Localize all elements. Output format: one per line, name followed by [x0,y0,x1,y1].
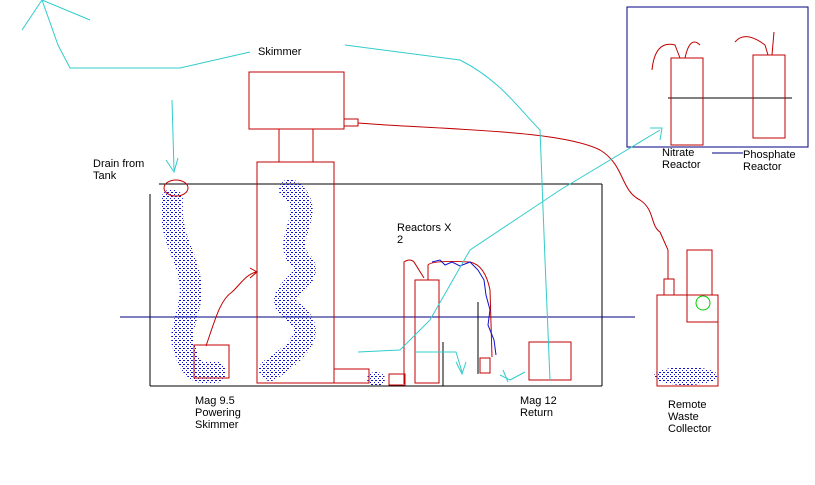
label-phosphate-line1: Phosphate [743,149,796,161]
label-mag12-line1: Mag 12 [520,395,557,407]
label-phosphate: Phosphate Reactor [743,149,796,173]
label-drain-line1: Drain from [93,158,145,170]
label-mag95-line3: Skimmer [195,419,239,431]
label-phosphate-line2: Reactor [743,161,782,173]
indicator-circle [695,295,711,311]
label-mag12: Mag 12 Return [520,395,557,419]
label-reactors: Reactors X 2 [397,222,451,246]
label-waste-collector: Remote Waste Collector [668,399,711,435]
nitrate-reactor [651,41,704,146]
label-reactors-line2: 2 [397,234,404,246]
reactor-enclosure [626,6,809,148]
mag95-pump [193,344,230,379]
label-waste-line1: Remote [668,399,707,411]
label-nitrate-line1: Nitrate [662,147,695,159]
label-nitrate: Nitrate Reactor [662,147,701,171]
reactors [388,259,493,386]
label-mag95-line2: Powering [195,407,241,419]
skimmer [248,71,370,384]
drain-bubbles [160,189,226,384]
remote-waste-collector [656,249,719,387]
phosphate-reactor [734,31,786,139]
label-mag12-line2: Return [520,407,554,419]
label-waste-line3: Collector [668,423,712,435]
label-mag95-line1: Mag 9.5 [195,395,235,407]
skimmer-bubbles [259,179,316,381]
waste-bubbles [654,367,718,385]
label-drain-line2: Tank [93,170,117,182]
label-mag95: Mag 9.5 Powering Skimmer [195,395,241,431]
water-flow-lines [21,0,663,383]
outlet-bubbles [367,372,385,386]
skimmer-to-collector-line [357,122,669,279]
label-reactors-line1: Reactors X [397,222,452,234]
reactor-bubbles-line [431,259,497,356]
label-skimmer: Skimmer [258,46,302,58]
sump-outline [149,183,603,387]
pump-to-skimmer-line [205,267,258,347]
label-waste-line2: Waste [668,411,699,423]
label-drain: Drain from Tank [93,158,144,182]
label-nitrate-line2: Reactor [662,159,701,171]
drain-circle [163,179,189,197]
